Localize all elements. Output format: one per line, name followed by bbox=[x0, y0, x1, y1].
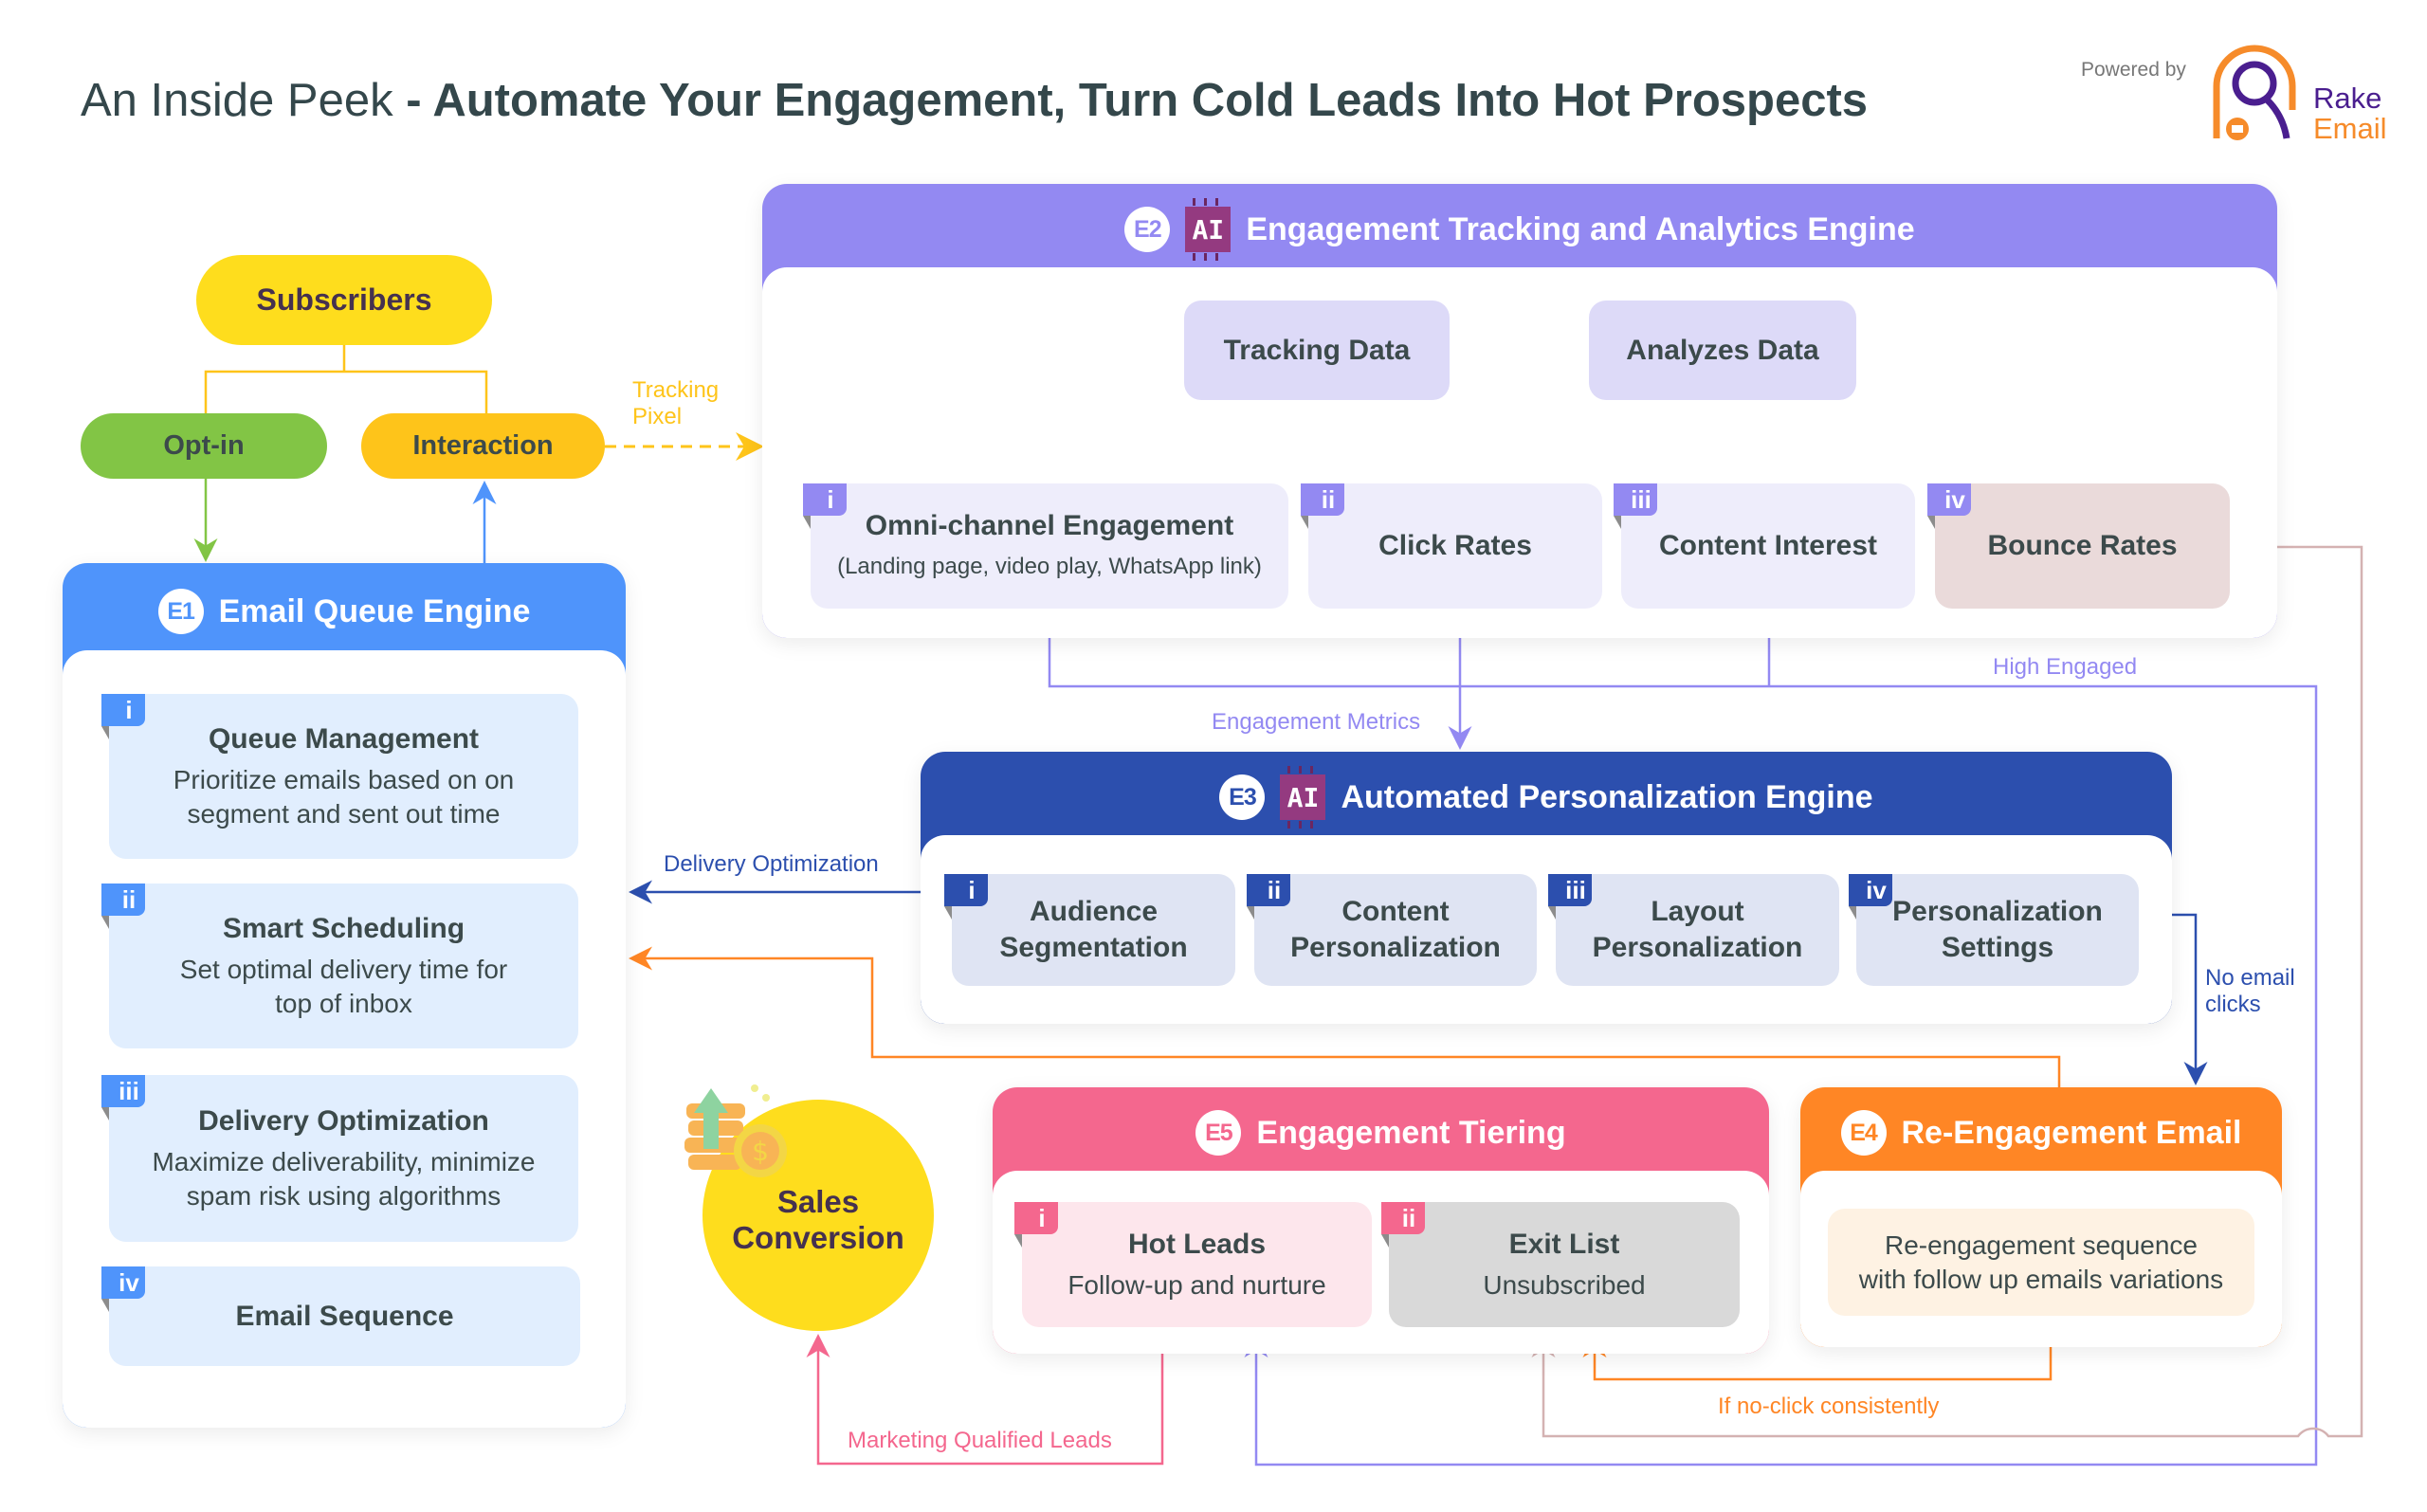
omni-channel-card: i Omni-channel Engagement (Landing page,… bbox=[803, 483, 1288, 609]
subscribers-label: Subscribers bbox=[256, 282, 432, 317]
e3-title: Automated Personalization Engine bbox=[1341, 778, 1873, 815]
queue-management-card: i Queue Management Prioritize emails bas… bbox=[101, 694, 578, 859]
subscribers-branch-line bbox=[204, 345, 488, 413]
content-personalization-card: ii Content Personalization bbox=[1247, 874, 1537, 986]
e5-title: Engagement Tiering bbox=[1256, 1114, 1566, 1151]
interaction-node: Interaction bbox=[361, 413, 605, 479]
personalization-settings-card: iv Personalization Settings bbox=[1849, 874, 2139, 986]
tracking-data-node: Tracking Data bbox=[1184, 301, 1450, 400]
tag-i: i bbox=[101, 694, 145, 739]
sales-conversion-node: Sales Conversion bbox=[703, 1100, 934, 1331]
page-title: An Inside Peek - Automate Your Engagemen… bbox=[81, 74, 1868, 127]
mql-arrow bbox=[806, 1327, 1164, 1466]
re-engagement-sequence-card: Re-engagement sequence with follow up em… bbox=[1828, 1209, 2254, 1316]
click-rates-card: ii Click Rates bbox=[1301, 483, 1602, 609]
hot-leads-card: i Hot Leads Follow-up and nurture bbox=[1014, 1202, 1372, 1327]
bounce-to-exit-line bbox=[1531, 545, 2363, 1438]
smart-scheduling-card: ii Smart Scheduling Set optimal delivery… bbox=[101, 884, 578, 1048]
brand-name: Rake Email bbox=[2313, 83, 2387, 144]
delivery-optimization-card: iii Delivery Optimization Maximize deliv… bbox=[101, 1075, 578, 1242]
if-no-click-arrow bbox=[1582, 1334, 2053, 1381]
no-email-clicks-arrow bbox=[2172, 913, 2208, 1085]
interaction-label: Interaction bbox=[412, 430, 554, 461]
brand-line-2: Email bbox=[2313, 112, 2387, 145]
no-email-clicks-label: No email clicks bbox=[2205, 965, 2295, 1017]
svg-text:$: $ bbox=[752, 1136, 769, 1167]
ai-chip-icon: AI bbox=[1185, 198, 1232, 261]
optin-label: Opt-in bbox=[163, 430, 245, 461]
e4-title: Re-Engagement Email bbox=[1901, 1114, 2242, 1151]
content-interest-card: iii Content Interest bbox=[1614, 483, 1915, 609]
e2-title: Engagement Tracking and Analytics Engine bbox=[1246, 210, 1915, 247]
title-bold: Automate Your Engagement, Turn Cold Lead… bbox=[432, 75, 1869, 126]
rake-email-logo-icon bbox=[2213, 45, 2296, 140]
optin-node: Opt-in bbox=[81, 413, 327, 479]
sales-line-1: Sales bbox=[776, 1184, 860, 1219]
engagement-metrics-line bbox=[1048, 609, 2318, 1466]
powered-by-label: Powered by bbox=[2081, 59, 2186, 81]
re-engagement-to-e1-arrow bbox=[629, 946, 2061, 1087]
if-no-click-label: If no-click consistently bbox=[1718, 1394, 1940, 1419]
email-sequence-card: iv Email Sequence bbox=[101, 1266, 580, 1366]
e4-badge: E4 bbox=[1840, 1110, 1887, 1156]
e2-badge: E2 bbox=[1124, 207, 1171, 252]
layout-personalization-card: iii Layout Personalization bbox=[1548, 874, 1839, 986]
high-engaged-label: High Engaged bbox=[1993, 654, 2138, 680]
analyzes-data-node: Analyzes Data bbox=[1589, 301, 1856, 400]
delivery-optimization-label: Delivery Optimization bbox=[664, 851, 879, 877]
sales-line-2: Conversion bbox=[732, 1220, 904, 1255]
brand-line-1: Rake bbox=[2313, 82, 2382, 115]
title-light: An Inside Peek bbox=[81, 75, 393, 126]
engagement-metrics-label: Engagement Metrics bbox=[1212, 709, 1421, 735]
e5-badge: E5 bbox=[1195, 1110, 1242, 1156]
coins-growth-icon: $ bbox=[684, 1084, 787, 1177]
mql-label: Marketing Qualified Leads bbox=[848, 1428, 1112, 1453]
exit-list-card: ii Exit List Unsubscribed bbox=[1381, 1202, 1740, 1327]
subscribers-node: Subscribers bbox=[196, 255, 492, 345]
e1-title: Email Queue Engine bbox=[218, 592, 531, 629]
ai-chip-icon: AI bbox=[1280, 766, 1326, 829]
tag-iv: iv bbox=[101, 1266, 145, 1312]
e1-badge: E1 bbox=[157, 589, 204, 634]
tracking-pixel-label: Tracking Pixel bbox=[632, 377, 720, 429]
title-separator: - bbox=[392, 75, 433, 126]
audience-segmentation-card: i Audience Segmentation bbox=[944, 874, 1235, 986]
bounce-rates-card: iv Bounce Rates bbox=[1927, 483, 2230, 609]
e3-badge: E3 bbox=[1219, 774, 1266, 820]
tag-ii: ii bbox=[101, 884, 145, 929]
tag-iii: iii bbox=[101, 1075, 145, 1120]
